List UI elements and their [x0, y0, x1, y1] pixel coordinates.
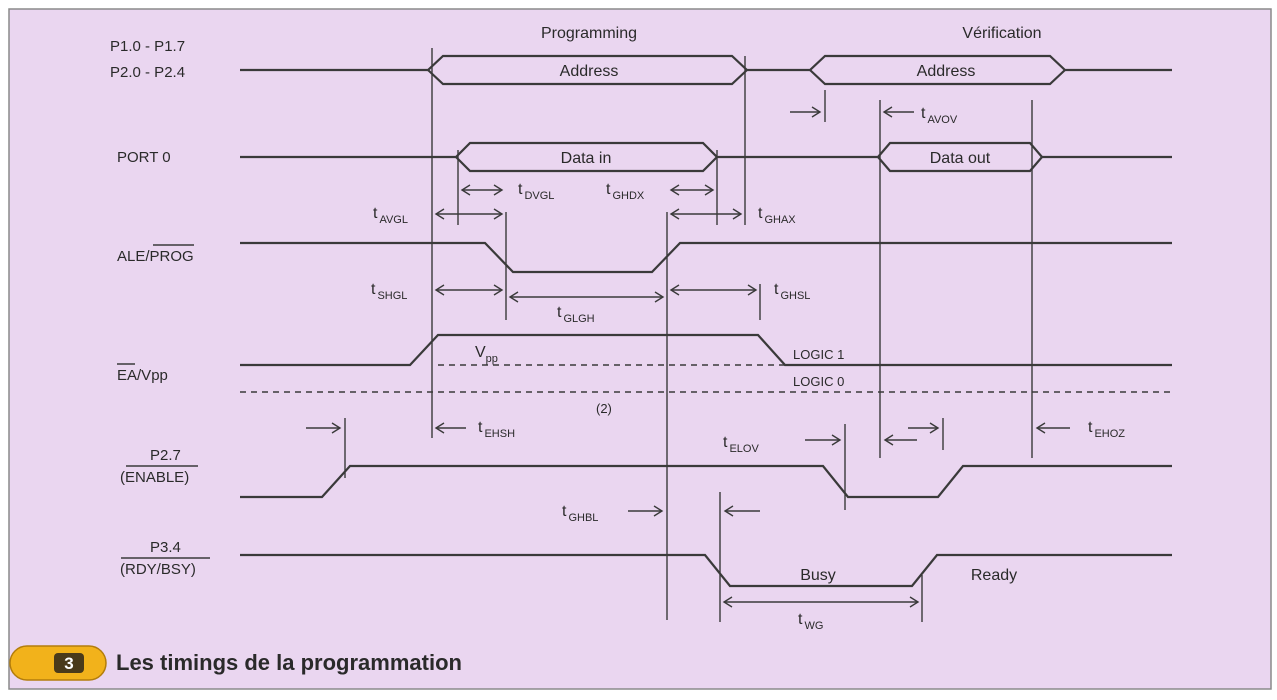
address-waveform [240, 54, 1172, 86]
timing-arrows [306, 106, 1070, 608]
data-in-label: Data in [561, 150, 612, 167]
busy-label: Busy [800, 567, 836, 584]
p27-enable-waveform [240, 464, 1172, 499]
ea-vpp-waveform [240, 333, 1172, 367]
signal-label-ea: EA/Vpp [117, 367, 168, 384]
caption-number-plate [54, 653, 84, 673]
signal-label-p34: P3.4 [150, 539, 181, 556]
caption: 3 Les timings de la programmation [9, 645, 462, 681]
vpp-label: Vpp [475, 344, 498, 365]
note-2-label: (2) [596, 401, 612, 416]
caption-text: Les timings de la programmation [116, 650, 462, 675]
signal-label-ale: ALE/PROG [117, 248, 194, 265]
logic0-label: LOGIC 0 [793, 374, 844, 389]
signal-label-p1: P1.0 - P1.7 [110, 38, 185, 55]
data-out-label: Data out [930, 150, 991, 167]
address-prog-label: Address [560, 63, 619, 80]
signal-label-port0: PORT 0 [117, 149, 171, 166]
signal-label-p2: P2.0 - P2.4 [110, 64, 185, 81]
p34-rdy-bsy-waveform [240, 553, 1172, 588]
figure-panel [8, 8, 1272, 690]
header-verification: Vérification [962, 25, 1041, 42]
ale-prog-waveform [240, 241, 1172, 274]
caption-number: 3 [64, 654, 73, 673]
port0-waveform [240, 141, 1172, 173]
logic1-label: LOGIC 1 [793, 347, 844, 362]
signal-label-p27: P2.7 [150, 447, 181, 464]
reference-lines [344, 48, 1033, 622]
signal-label-rdy-bsy: (RDY/BSY) [120, 561, 196, 578]
ready-label: Ready [971, 567, 1017, 584]
signal-label-enable: (ENABLE) [120, 469, 189, 486]
header-programming: Programming [541, 25, 637, 42]
address-verif-label: Address [917, 63, 976, 80]
